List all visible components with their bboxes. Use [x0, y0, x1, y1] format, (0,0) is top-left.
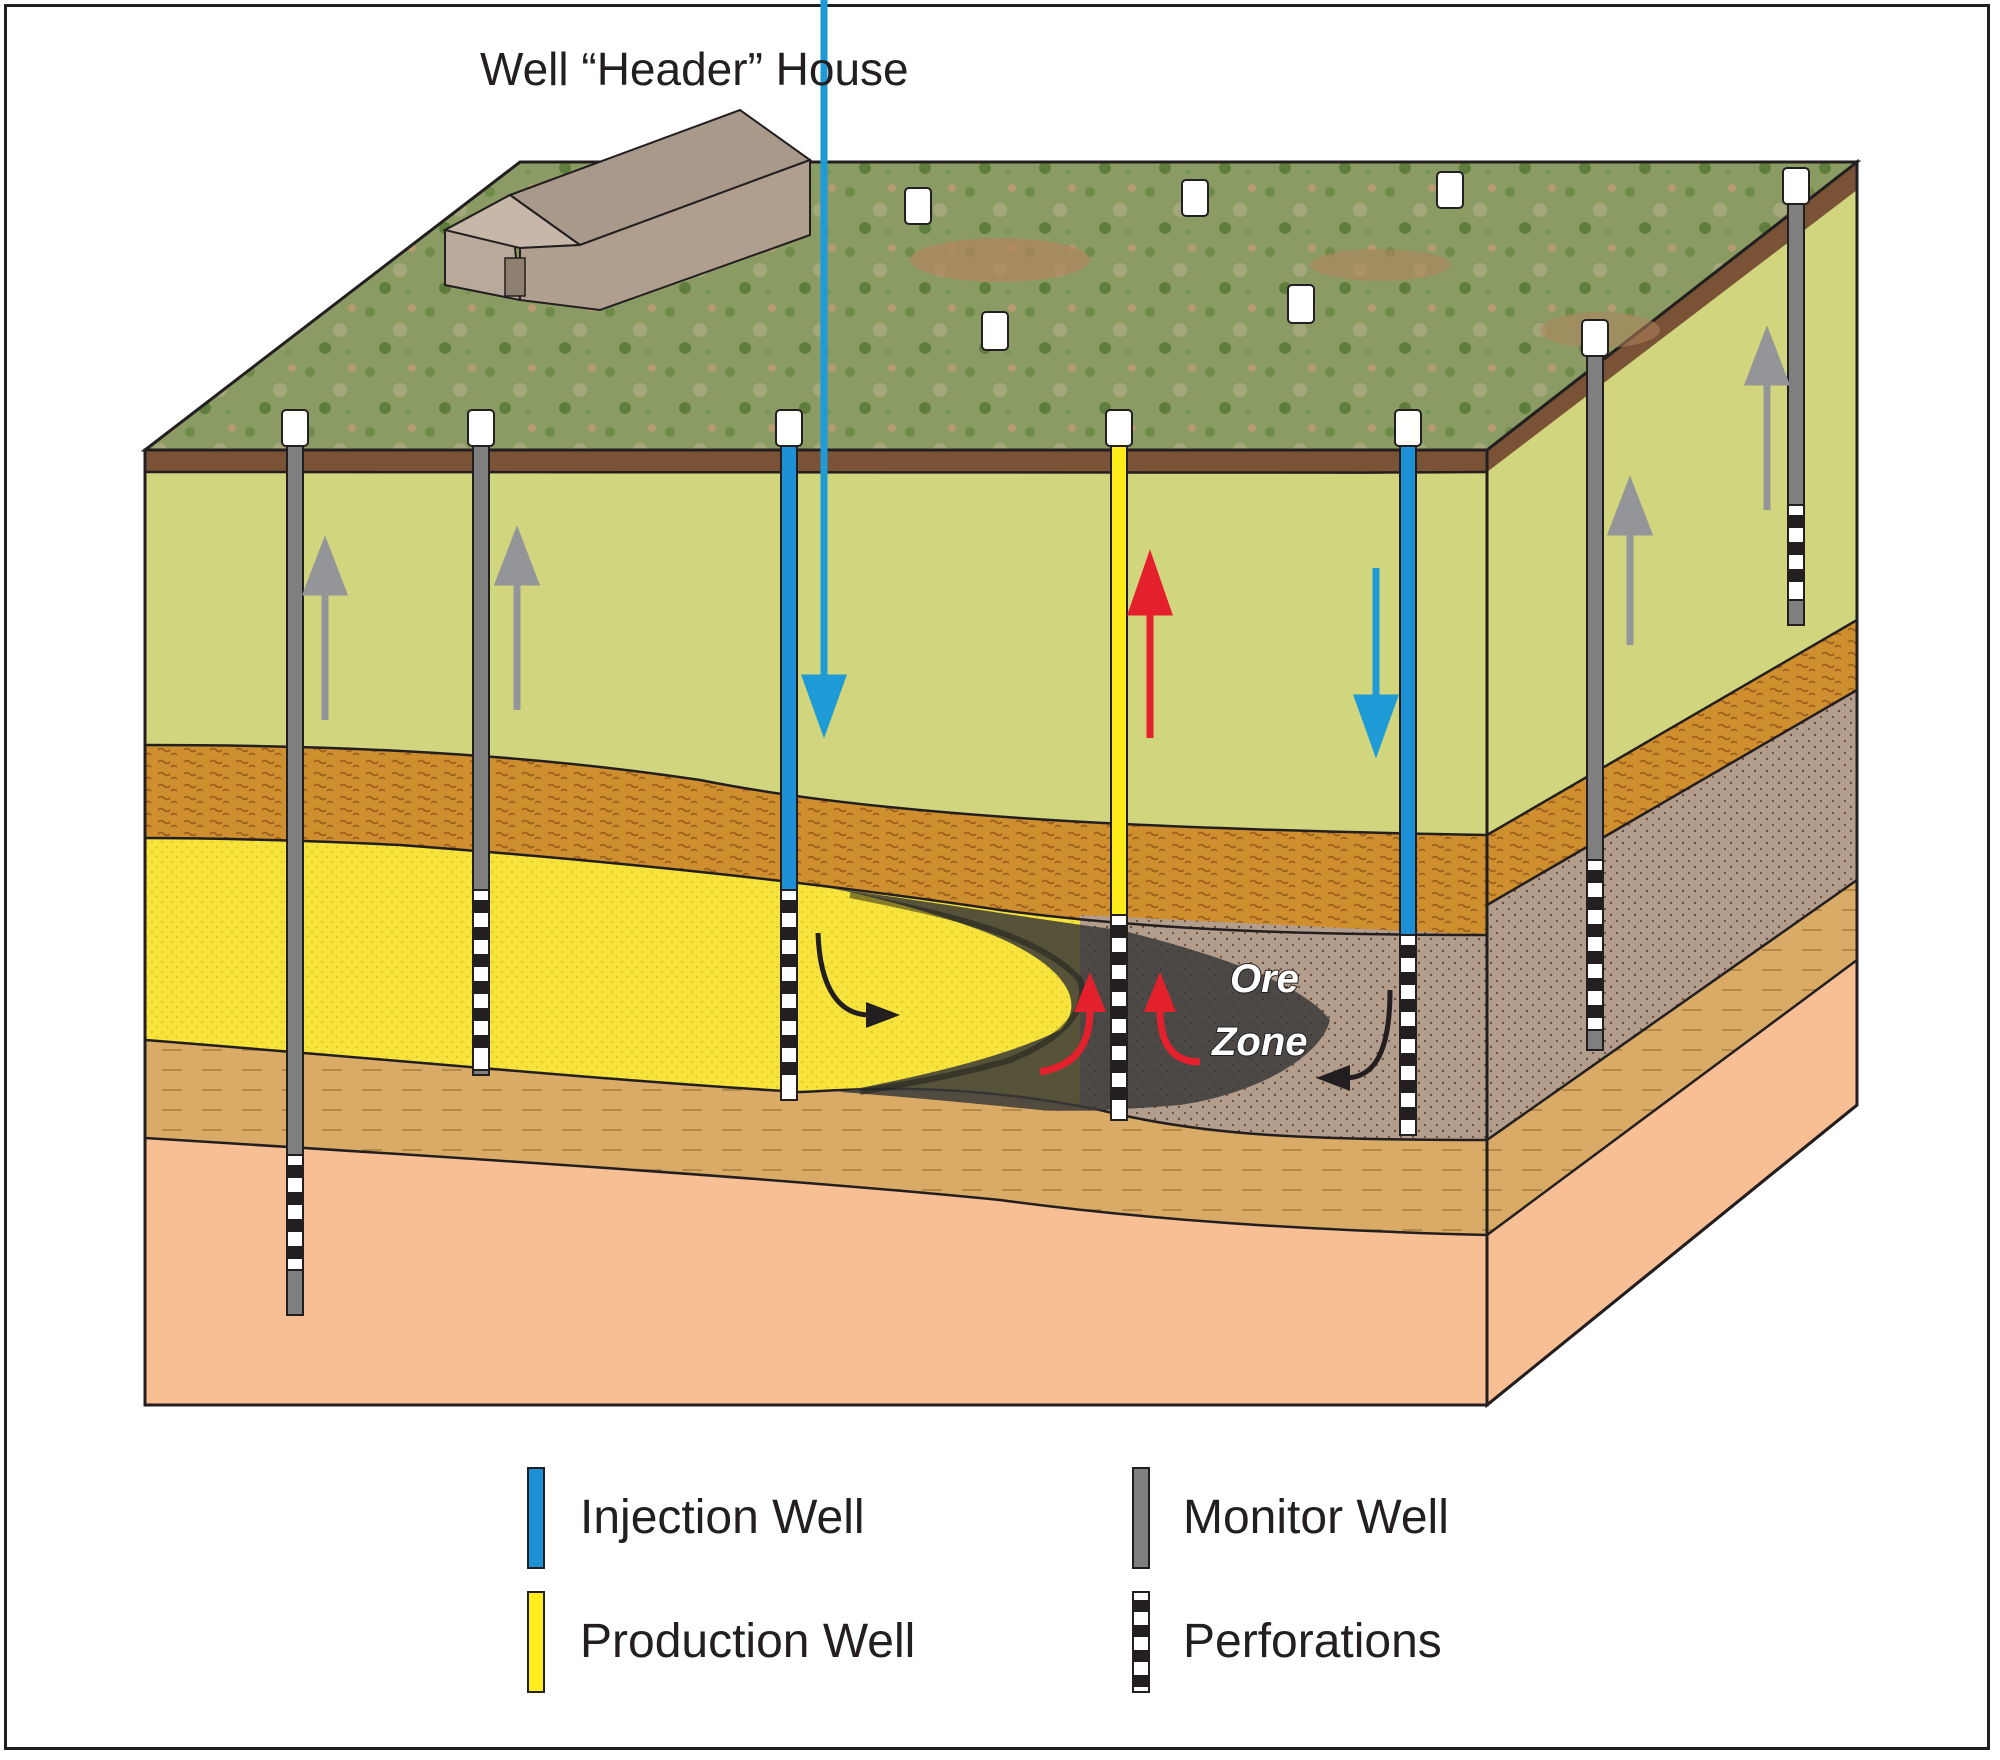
page-title: Well “Header” House — [480, 43, 909, 95]
legend-label-perforations: Perforations — [1183, 1615, 1442, 1668]
ore-zone-label-line2: Zone — [1211, 1020, 1308, 1064]
legend-swatch-production — [527, 1591, 545, 1693]
figure-frame — [4, 4, 1990, 1750]
legend-swatch-injection — [527, 1467, 545, 1569]
wellhead-icon — [1436, 171, 1464, 209]
legend-label-production: Production Well — [580, 1615, 915, 1668]
injection-well-1 — [775, 409, 803, 1101]
wellhead-icon — [1287, 284, 1315, 324]
surface-wellheads — [904, 171, 1464, 351]
legend-item-injection: Injection Well — [527, 1467, 865, 1569]
monitor-well-3 — [1581, 319, 1609, 1051]
legend-label-injection: Injection Well — [580, 1491, 865, 1544]
injection-well-2 — [1394, 409, 1422, 1136]
legend-swatch-monitor — [1132, 1467, 1150, 1569]
legend: Injection Well Production Well Monitor W… — [527, 1467, 1449, 1693]
legend-item-perforations: Perforations — [1132, 1591, 1442, 1693]
monitor-well-4 — [1782, 167, 1810, 626]
wellhead-icon — [904, 187, 932, 225]
monitor-well-1 — [281, 409, 309, 1316]
legend-item-production: Production Well — [527, 1591, 915, 1693]
legend-swatch-perforations — [1132, 1591, 1150, 1693]
house-icon — [442, 108, 813, 312]
legend-label-monitor: Monitor Well — [1183, 1491, 1449, 1544]
production-well — [1105, 409, 1133, 1121]
monitor-well-2 — [467, 409, 495, 1076]
wellhead-icon — [981, 311, 1009, 351]
legend-item-monitor: Monitor Well — [1132, 1467, 1449, 1569]
wellhead-icon — [1181, 179, 1209, 217]
flow-arrow-icon — [301, 0, 1791, 1091]
ore-zone-label-line1: Ore — [1230, 957, 1299, 1001]
